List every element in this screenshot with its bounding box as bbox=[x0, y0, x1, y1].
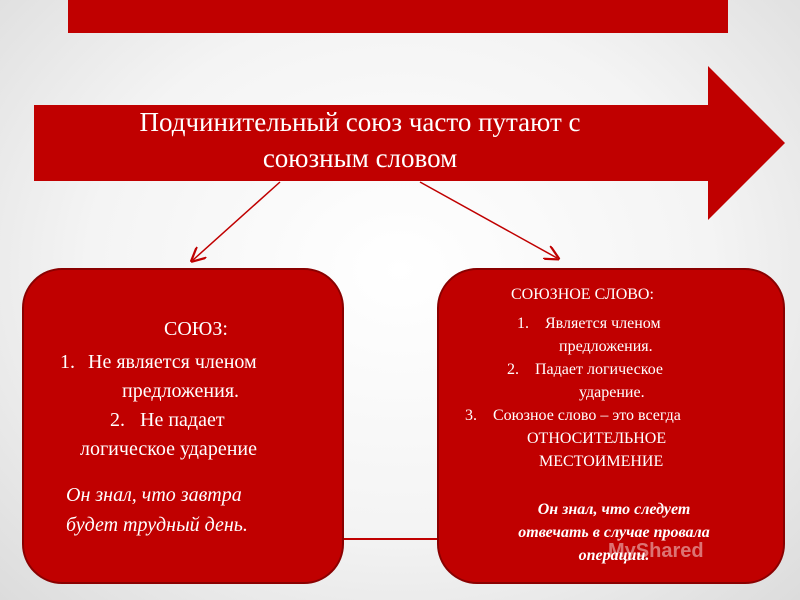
conjunctive-word-example: Он знал, что следует отвечать в случае п… bbox=[469, 498, 759, 567]
example-line: будет трудный день. bbox=[66, 514, 248, 536]
list-item-continuation: ОТНОСИТЕЛЬНОЕ bbox=[439, 427, 787, 450]
list-item-continuation: МЕСТОИМЕНИЕ bbox=[439, 450, 787, 473]
list-item-number: 1. bbox=[60, 351, 75, 373]
list-item-text: Не является членом bbox=[88, 351, 257, 373]
list-item-continuation: логическое ударение bbox=[24, 435, 344, 464]
banner-title-line2: союзным словом bbox=[262, 143, 458, 173]
list-item: 2. Падает логическое bbox=[439, 358, 787, 381]
list-item-text: МЕСТОИМЕНИЕ bbox=[539, 453, 664, 470]
example-line: отвечать в случае провала bbox=[518, 524, 710, 541]
conjunction-list: 1. Не является членом предложения. 2. Не… bbox=[24, 348, 344, 464]
conjunctive-word-title: СОЮЗНОЕ СЛОВО: bbox=[511, 286, 654, 303]
watermark-logo: MyShared bbox=[608, 540, 704, 562]
example-line: Он знал, что следует bbox=[537, 501, 691, 518]
conjunction-example: Он знал, что завтра будет трудный день. bbox=[66, 480, 336, 540]
banner-title-line1: Подчинительный союз часто путают с bbox=[139, 107, 581, 137]
list-item-text: Союзное слово – это всегда bbox=[493, 407, 681, 424]
list-item: 2. Не падает bbox=[24, 406, 344, 435]
list-item: 1. Не является членом bbox=[24, 348, 344, 377]
list-item-number: 2. bbox=[110, 409, 125, 431]
list-item-text: логическое ударение bbox=[80, 438, 257, 460]
list-item-text: предложения. bbox=[122, 380, 240, 402]
conjunction-title: СОЮЗ: bbox=[164, 318, 228, 340]
list-item: 1. Является членом bbox=[439, 312, 787, 335]
list-item-number: 1. bbox=[517, 315, 529, 332]
connector-arrow-left bbox=[193, 181, 281, 260]
list-item-text: Является членом bbox=[545, 315, 661, 332]
example-line: операции. bbox=[578, 547, 650, 564]
list-item-number: 3. bbox=[465, 407, 477, 424]
list-item-continuation: предложения. bbox=[439, 335, 787, 358]
list-item-text: ударение. bbox=[579, 384, 645, 401]
connector-arrow-right bbox=[419, 181, 557, 258]
list-item: 3. Союзное слово – это всегда bbox=[439, 404, 787, 427]
conjunctive-word-box: СОЮЗНОЕ СЛОВО: 1. Является членом предло… bbox=[437, 268, 785, 584]
example-line: Он знал, что завтра bbox=[66, 484, 242, 506]
list-item-text: Падает логическое bbox=[535, 361, 664, 378]
top-decor-bar bbox=[68, 0, 728, 33]
banner-arrow bbox=[34, 66, 785, 220]
list-item-text: предложения. bbox=[559, 338, 653, 355]
list-item-continuation: ударение. bbox=[439, 381, 787, 404]
conjunction-box: СОЮЗ: 1. Не является членом предложения.… bbox=[22, 268, 344, 584]
list-item-number: 2. bbox=[507, 361, 519, 378]
list-item-text: ОТНОСИТЕЛЬНОЕ bbox=[527, 430, 667, 447]
conjunctive-word-list: 1. Является членом предложения. 2. Падае… bbox=[439, 312, 787, 473]
banner-title: Подчинительный союз часто путают с союзн… bbox=[60, 104, 660, 176]
connector-line-bottom bbox=[344, 538, 437, 540]
list-item-text: Не падает bbox=[140, 409, 225, 431]
list-item-continuation: предложения. bbox=[24, 377, 344, 406]
